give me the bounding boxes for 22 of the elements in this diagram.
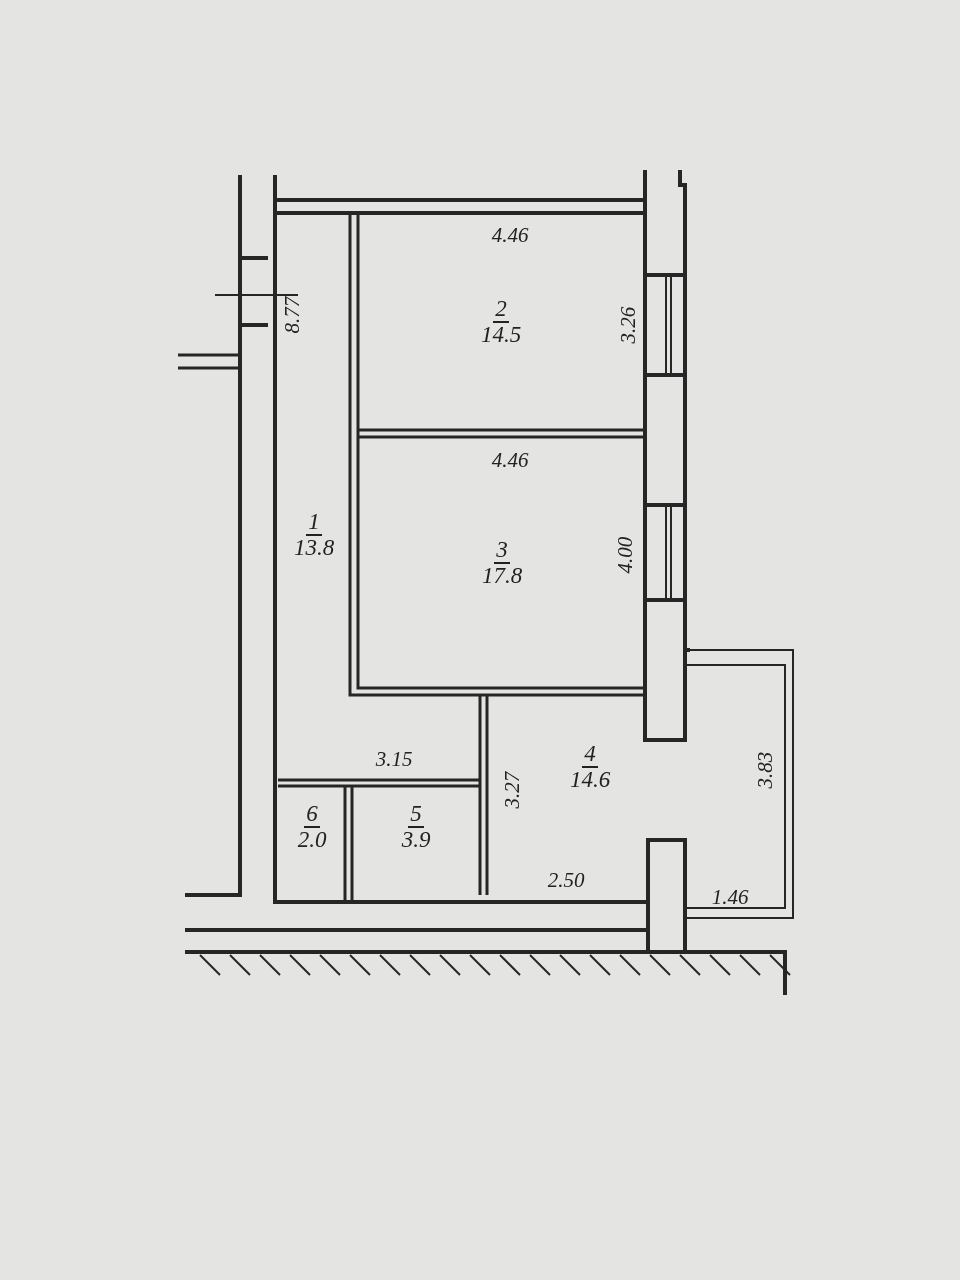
- room-number: 4: [582, 742, 598, 768]
- dimension-label: 2.50: [547, 867, 585, 893]
- dimension-label: 3.27: [499, 771, 525, 809]
- room-area: 13.8: [291, 536, 337, 560]
- dimension-label: 1.46: [711, 884, 749, 910]
- room-number: 6: [304, 802, 320, 828]
- room-number: 1: [306, 510, 322, 536]
- room-area: 14.6: [567, 768, 613, 792]
- room-number: 5: [408, 802, 424, 828]
- room-number: 3: [494, 538, 510, 564]
- room-area: 17.8: [479, 564, 525, 588]
- room-number: 2: [493, 297, 509, 323]
- room-area: 3.9: [399, 828, 433, 852]
- dimension-label: 8.77: [279, 296, 305, 334]
- dimension-label: 4.00: [612, 536, 638, 574]
- dimension-label: 3.26: [615, 306, 641, 344]
- dimension-label: 3.83: [752, 751, 778, 789]
- room-area: 14.5: [478, 323, 524, 347]
- dimension-label: 4.46: [491, 222, 529, 248]
- dimension-label: 4.46: [491, 447, 529, 473]
- dimension-label: 3.15: [375, 746, 413, 772]
- room-area: 2.0: [295, 828, 329, 852]
